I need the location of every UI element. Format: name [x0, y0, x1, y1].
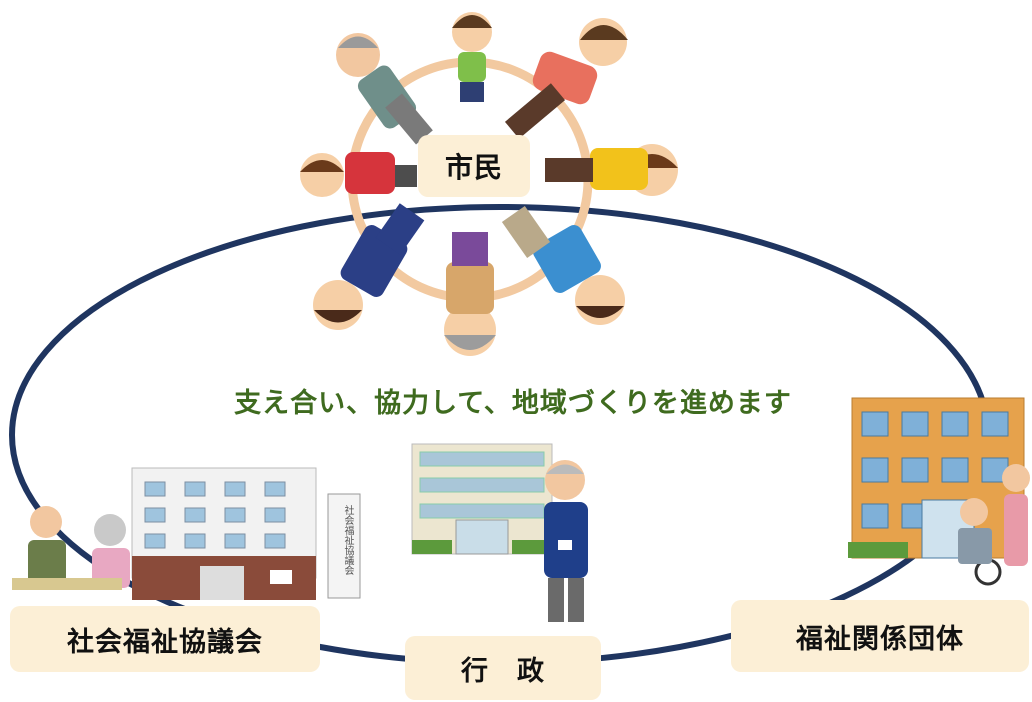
welfare-facility-illustration — [848, 397, 1030, 586]
administration-label: 行 政 — [405, 636, 601, 700]
person-girl-icon — [300, 152, 417, 197]
person-woman-red-icon — [504, 18, 628, 139]
council-building-illustration — [12, 467, 361, 600]
person-man-blue-icon — [313, 203, 425, 330]
person-woman-yellow-icon — [545, 144, 678, 196]
tagline-text: 支え合い、協力して、地域づくりを進めます — [234, 387, 792, 419]
caregiver-icon — [1002, 464, 1030, 566]
citizens-circle-illustration — [300, 12, 678, 356]
person-grandma-icon — [444, 232, 496, 356]
person-child-icon — [452, 12, 492, 102]
welfare-organizations-label: 福祉関係団体 — [731, 600, 1029, 672]
person-grandpa-icon — [336, 33, 433, 145]
person-boy-icon — [501, 205, 625, 325]
council-sign-text: 社会福祉協議会 — [342, 505, 353, 575]
social-welfare-council-label: 社会福祉協議会 — [10, 606, 320, 672]
citizens-label: 市民 — [418, 135, 530, 197]
city-hall-illustration — [411, 443, 588, 622]
officer-icon — [544, 460, 588, 622]
wheelchair-icon — [958, 498, 1002, 586]
